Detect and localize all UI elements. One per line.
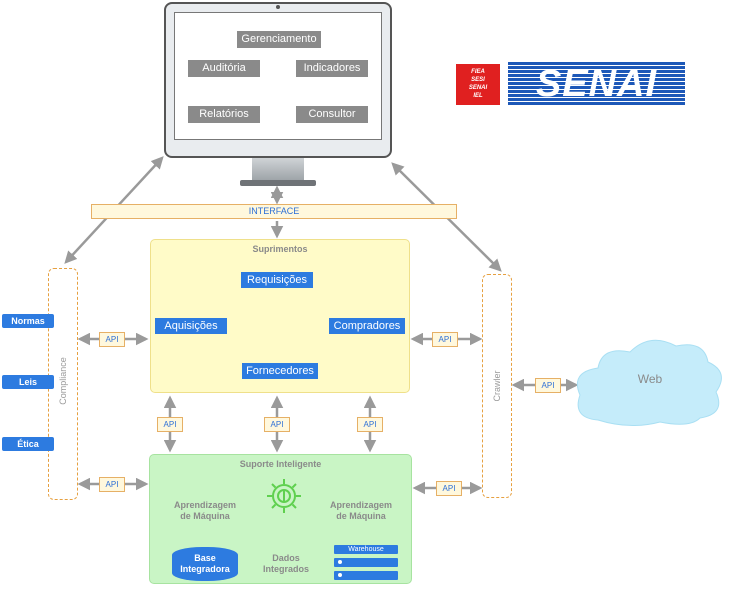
api-compliance-suprimentos[interactable]: API [99,332,125,347]
dados-integrados-label: Dados Integrados [262,553,309,574]
api-vertical-right[interactable]: API [357,417,383,432]
auditoria-button[interactable]: Auditória [188,60,260,77]
consultor-button[interactable]: Consultor [296,106,368,123]
warehouse-dot-icon [338,573,342,577]
logo-small-line-1: FIEA [471,69,485,75]
ml-label-right: Aprendizagem de Máquina [329,500,392,521]
base-integradora-db[interactable]: Base Integradora [172,547,238,581]
compliance-item-leis[interactable]: Leis [2,375,54,389]
warehouse-row [334,558,398,567]
senai-logo-bg [508,62,685,106]
warehouse-header: Warehouse [334,545,398,554]
suporte-inteligente-title: Suporte Inteligente [239,459,322,469]
requisicoes-node[interactable]: Requisições [241,272,313,288]
web-cloud [576,339,722,426]
ml-label-left: Aprendizagem de Máquina [173,500,236,521]
logo-small-line-3: SENAI [468,85,488,91]
compliance-item-etica[interactable]: Ética [2,437,54,451]
compliance-item-normas[interactable]: Normas [2,314,54,328]
api-suprimentos-crawler[interactable]: API [432,332,458,347]
camera-icon [276,5,280,9]
web-label: Web [637,372,663,386]
crawler-label: Crawler [492,370,502,402]
warehouse-stack[interactable]: Warehouse [334,545,398,583]
interface-bar: INTERFACE [91,204,457,219]
gear-brain-icon [267,479,301,513]
suprimentos-title: Suprimentos [252,244,308,254]
indicadores-button[interactable]: Indicadores [296,60,368,77]
api-compliance-suporte[interactable]: API [99,477,125,492]
fornecedores-node[interactable]: Fornecedores [242,363,318,379]
compradores-node[interactable]: Compradores [329,318,405,334]
base-integradora-label: Base Integradora [180,553,230,574]
fiea-logo: FIEA SESI SENAI IEL [456,64,500,105]
aquisicoes-node[interactable]: Aquisições [155,318,227,334]
api-vertical-center[interactable]: API [264,417,290,432]
crawler-box [482,274,512,498]
warehouse-row [334,571,398,580]
api-suporte-crawler[interactable]: API [436,481,462,496]
warehouse-dot-icon [338,560,342,564]
relatorios-button[interactable]: Relatórios [188,106,260,123]
logo-small-line-2: SESI [471,77,485,83]
compliance-label: Compliance [58,357,68,405]
gerenciamento-button[interactable]: Gerenciamento [237,31,321,48]
logo-small-line-4: IEL [473,93,483,99]
api-vertical-left[interactable]: API [157,417,183,432]
api-crawler-web[interactable]: API [535,378,561,393]
monitor-neck [252,158,304,182]
monitor-stand [240,180,316,186]
senai-logo-text: SENAI [535,63,658,105]
